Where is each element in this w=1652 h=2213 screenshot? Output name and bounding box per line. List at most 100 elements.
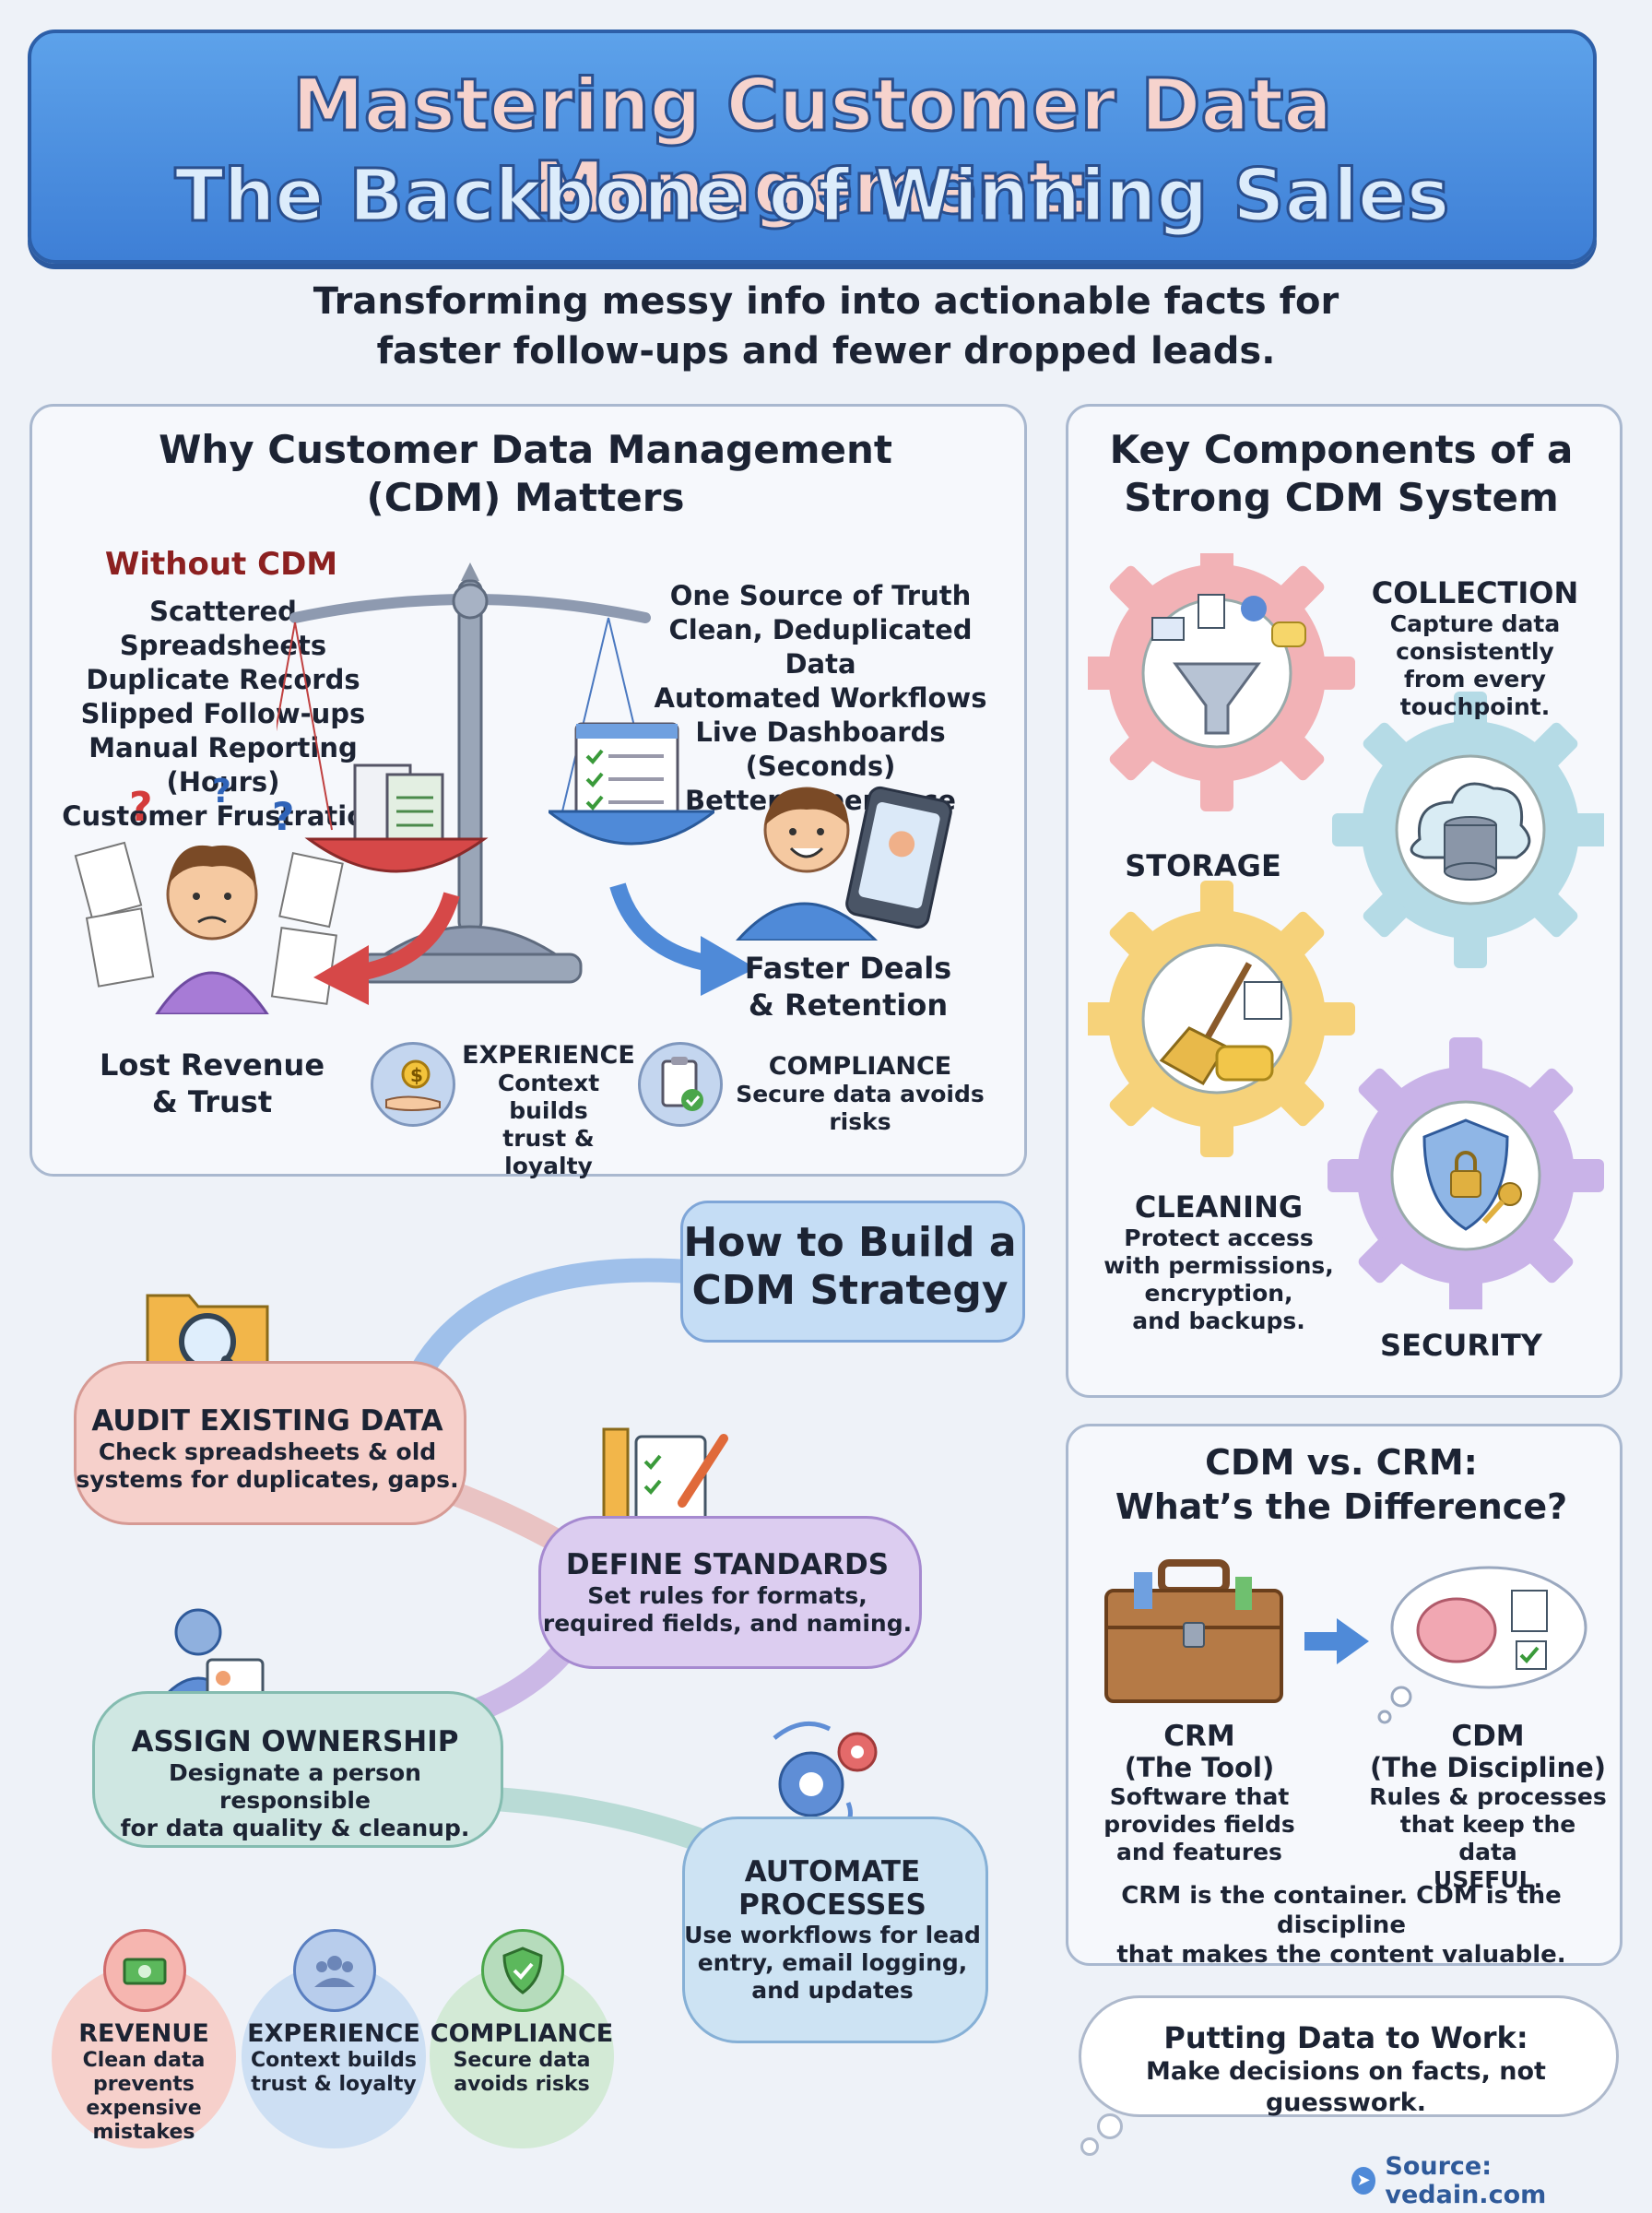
crm-desc-line: Software that (1109, 1783, 1290, 1810)
experience-mini-title: EXPERIENCE (462, 1041, 635, 1070)
happy-person-icon (736, 786, 952, 941)
down-left-arrow-icon (313, 892, 460, 1005)
benefit-line: Clean data (82, 2049, 206, 2072)
why-title-line-2: (CDM) Matters (366, 475, 685, 520)
with-cdm-item: Clean, Deduplicated Data (668, 614, 973, 680)
with-cdm-item: One Source of Truth (669, 580, 972, 611)
subtitle-line-1: Transforming messy info into actionable … (313, 280, 1339, 323)
without-cdm-item: Manual Reporting (Hours) (88, 732, 358, 798)
cdm-sub: (The Discipline) (1369, 1752, 1607, 1783)
benefit-title: EXPERIENCE (247, 2019, 420, 2048)
shield-lock-icon (1422, 1118, 1522, 1231)
title-banner: Mastering Customer Data Management: The … (28, 30, 1597, 264)
cdm-title: CDM (1451, 1720, 1525, 1753)
cdm-desc-line: USEFUL. (1433, 1866, 1543, 1893)
experience-hand-coin-icon: $ (371, 1042, 455, 1127)
cleaning-desc-line: Protect access (1124, 1225, 1314, 1251)
without-cdm-item: Slipped Follow-ups (80, 698, 366, 729)
storage-title: STORAGE (1125, 848, 1281, 883)
define-line-2: required fields, and naming. (542, 1610, 913, 1637)
assign-step: ASSIGN OWNERSHIP Designate a person resp… (92, 1724, 498, 1842)
subtitle-line-2: faster follow-ups and fewer dropped lead… (376, 330, 1276, 373)
why-cdm-title: Why Customer Data Management (CDM) Matte… (30, 426, 1021, 522)
right-outcome-line-2: & Retention (748, 988, 949, 1023)
with-cdm-item: Live Dashboards (Seconds) (695, 716, 946, 782)
crm-desc-line: and features (1116, 1839, 1282, 1865)
cdm-vs-crm-title: CDM vs. CRM: What’s the Difference? (1066, 1440, 1617, 1529)
cleaning-desc-line: encryption, (1144, 1280, 1293, 1307)
without-cdm-heading: Without CDM (104, 546, 338, 583)
svg-text:?: ? (272, 794, 294, 839)
broom-sponge-icon (1159, 962, 1282, 1086)
left-outcome-line-2: & Trust (151, 1084, 273, 1119)
ruler-checklist-icon (602, 1427, 728, 1533)
benefit-title: REVENUE (78, 2019, 209, 2048)
audit-bubble (74, 1361, 466, 1525)
source-link[interactable]: ➤ Source: vedain.com (1351, 2152, 1628, 2209)
cdm-vs-crm-title-line-2: What’s the Difference? (1115, 1486, 1568, 1527)
crm-sub: (The Tool) (1124, 1752, 1275, 1783)
brain-thought-icon (1377, 1566, 1587, 1724)
right-outcome-line-1: Faster Deals (744, 951, 952, 986)
benefit-line: avoids risks (454, 2073, 590, 2096)
svg-text:?: ? (129, 784, 153, 831)
benefit-line: prevents expensive (86, 2073, 202, 2120)
benefit-line: Secure data (453, 2049, 591, 2072)
compliance-mini-title: COMPLIANCE (768, 1052, 952, 1081)
security-title: SECURITY (1380, 1328, 1542, 1363)
automate-desc-line: and updates (751, 1977, 914, 2004)
components-title-line-2: Strong CDM System (1124, 475, 1559, 520)
automate-desc-line: entry, email logging, (697, 1949, 968, 1976)
automate-desc-line: Use workflows for lead (684, 1922, 981, 1948)
collection-desc-line: from every (1404, 666, 1546, 692)
collection-desc-line: Capture data (1389, 610, 1561, 637)
audit-line-1: Check spreadsheets & old (98, 1438, 437, 1465)
crm-title: CRM (1163, 1720, 1235, 1753)
left-outcome-line-1: Lost Revenue (99, 1047, 325, 1083)
cursor-icon: ➤ (1351, 2167, 1376, 2195)
crm-desc-line: provides fields (1103, 1811, 1295, 1838)
spreadsheet-pan-icon (304, 763, 489, 873)
compliance-clipboard-icon (638, 1042, 723, 1127)
cdm-vs-crm-title-line-1: CDM vs. CRM: (1205, 1442, 1478, 1483)
collection-desc-line: touchpoint. (1399, 693, 1551, 720)
automate-title-line-2: PROCESSES (738, 1888, 926, 1922)
strategy-title-line-1: How to Build a (683, 1219, 1017, 1266)
crm-cdm-summary: CRM is the container. CDM is the discipl… (1066, 1881, 1617, 1970)
automate-title-line-1: AUTOMATE (744, 1855, 921, 1888)
compliance-mini-text: Secure data avoids risks (736, 1081, 985, 1135)
right-outcome: Faster Deals & Retention (719, 950, 977, 1024)
cleaning-title: CLEANING (1134, 1189, 1304, 1225)
assign-bubble (92, 1691, 503, 1848)
source-text: Source: vedain.com (1385, 2152, 1547, 2209)
cleaning-desc-line: with permissions, (1103, 1252, 1334, 1279)
strategy-title-box (680, 1201, 1025, 1343)
assign-line-1: Designate a person responsible (169, 1759, 421, 1814)
money-icon (103, 1929, 186, 2012)
subtitle: Transforming messy info into actionable … (0, 277, 1652, 376)
title-line-2: The Backbone of Winning Sales (173, 154, 1451, 240)
collection-title: COLLECTION (1371, 575, 1579, 610)
cdm-desc-line: that keep the data (1399, 1811, 1576, 1865)
assign-title: ASSIGN OWNERSHIP (131, 1725, 459, 1758)
audit-step: AUDIT EXISTING DATA Check spreadsheets &… (74, 1403, 461, 1494)
key-components-title: Key Components of a Strong CDM System (1066, 426, 1617, 522)
people-icon (293, 1929, 376, 2012)
benefit-line: trust & loyalty (251, 2073, 417, 2096)
without-cdm-item: Duplicate Records (86, 664, 360, 695)
without-cdm-item: Scattered Spreadsheets (119, 596, 327, 661)
experience-mini: EXPERIENCE Context builds trust & loyalt… (461, 1042, 636, 1180)
why-cdm-panel (30, 404, 1027, 1177)
cloud-tail-dot-2 (1080, 2137, 1099, 2156)
